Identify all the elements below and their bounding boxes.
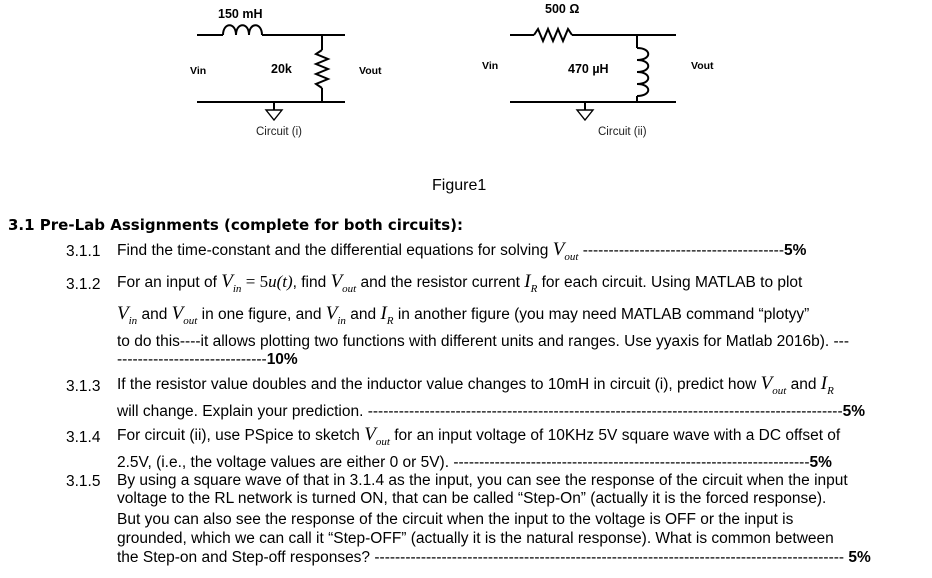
item-text-part: Find the time-constant and the different… — [117, 242, 549, 259]
section-heading: 3.1 Pre-Lab Assignments (complete for bo… — [8, 216, 464, 234]
circuit-i-resistor-label: 20k — [271, 62, 292, 76]
symbol-subscript: in — [337, 315, 346, 327]
circuit-i-vin-label: Vin — [190, 65, 207, 77]
points-label: 5% — [784, 242, 807, 259]
ir-symbol: IR — [820, 373, 834, 397]
item-text: Find the time-constant and the different… — [117, 239, 806, 263]
item-number: 3.1.2 — [66, 276, 101, 293]
vout-symbol: Vout — [330, 271, 357, 295]
item-text-line-1: If the resistor value doubles and the in… — [117, 373, 834, 397]
symbol-subscript: out — [564, 251, 579, 263]
vout-symbol: Vout — [171, 303, 198, 327]
item-text-part: For circuit (ii), use PSpice to sketch — [117, 427, 360, 444]
item-text-part: in another figure (you may need MATLAB c… — [397, 306, 810, 323]
item-text-part: and — [141, 306, 168, 323]
item-number: 3.1.4 — [66, 429, 101, 446]
ir-symbol: IR — [380, 303, 394, 327]
circuit-ii-name: Circuit (ii) — [598, 126, 647, 138]
item-text-line-5: the Step-on and Step-off responses? ----… — [117, 549, 871, 567]
symbol-letter: I — [380, 303, 387, 324]
equation-function: u(t) — [268, 272, 293, 291]
item-text-line-3: But you can also see the response of the… — [117, 511, 794, 528]
item-text-part: , find — [292, 274, 327, 291]
points-label: 5% — [842, 403, 866, 420]
points-label: 10% — [266, 351, 298, 368]
circuit-ii-resistor-label: 500 Ω — [545, 2, 580, 16]
symbol-letter: V — [760, 373, 773, 394]
symbol-subscript: out — [772, 385, 787, 397]
item-text-line-3: to do this----it allows plotting two fun… — [117, 333, 849, 350]
item-text-part: and the resistor current — [360, 274, 520, 291]
circuit-i-diagram — [197, 24, 345, 122]
points-label: 5% — [848, 549, 871, 566]
symbol-subscript: out — [183, 315, 198, 327]
item-text-part: the Step-on and Step-off responses? — [117, 549, 371, 566]
item-text-line-4: grounded, which we can call it “Step-OFF… — [117, 530, 834, 547]
dash-leader: ----------------------------- — [117, 351, 267, 368]
dash-leader: --------------------------------------- — [582, 242, 784, 259]
item-text-line-4: -----------------------------10% — [117, 351, 298, 369]
item-text-line-2: Vin and Vout in one figure, and Vin and … — [117, 303, 809, 327]
symbol-letter: I — [524, 271, 531, 292]
vin-symbol: Vin — [325, 303, 346, 327]
symbol-letter: V — [330, 271, 343, 292]
item-text-line-1: For circuit (ii), use PSpice to sketch V… — [117, 424, 840, 448]
item-text-line-2: 2.5V, (i.e., the voltage values are eith… — [117, 454, 832, 472]
item-number: 3.1.3 — [66, 378, 101, 395]
item-number: 3.1.1 — [66, 243, 101, 260]
item-text-part: For an input of — [117, 274, 217, 291]
dash-leader: ----------------------------------------… — [374, 549, 845, 566]
item-number: 3.1.5 — [66, 473, 101, 490]
vout-symbol: Vout — [760, 373, 787, 397]
figure-caption: Figure1 — [432, 177, 487, 194]
item-text-part: and — [790, 376, 817, 393]
symbol-subscript: out — [342, 283, 357, 295]
ir-symbol: IR — [524, 271, 538, 295]
symbol-subscript: R — [530, 283, 538, 295]
item-text-part: in one figure, and — [201, 306, 322, 323]
symbol-letter: V — [552, 239, 565, 260]
symbol-subscript: in — [232, 283, 242, 295]
symbol-letter: V — [364, 424, 376, 445]
item-text-part: 2.5V, (i.e., the voltage values are eith… — [117, 454, 450, 471]
symbol-subscript: out — [375, 436, 390, 448]
symbol-letter: V — [325, 303, 338, 324]
circuit-ii-diagram — [510, 26, 676, 122]
symbol-subscript: R — [386, 315, 394, 327]
circuit-i-name: Circuit (i) — [256, 126, 302, 138]
symbol-subscript: R — [827, 385, 834, 397]
item-text-part: If the resistor value doubles and the in… — [117, 376, 757, 393]
circuit-ii-vin-label: Vin — [482, 60, 499, 72]
item-text-part: for an input voltage of 10KHz 5V square … — [394, 427, 841, 444]
circuit-i-inductor-label: 150 mH — [218, 7, 263, 21]
item-text-line-2: voltage to the RL network is turned ON, … — [117, 490, 827, 507]
vin-symbol: Vin — [221, 271, 242, 295]
points-label: 5% — [809, 454, 832, 471]
vin-symbol: Vin — [117, 303, 138, 327]
symbol-letter: V — [221, 271, 233, 292]
item-text-line-1: For an input of Vin = 5u(t), find Vout a… — [117, 271, 802, 295]
symbol-subscript: in — [128, 315, 138, 327]
vout-symbol: Vout — [364, 424, 390, 448]
equation-part: = 5 — [245, 272, 269, 291]
circuit-ii-vout-label: Vout — [691, 60, 714, 72]
symbol-letter: V — [171, 303, 184, 324]
input-equation: = 5u(t) — [246, 272, 293, 291]
symbol-letter: V — [117, 303, 129, 324]
dash-leader: ----------------------------------------… — [367, 403, 843, 420]
dash-leader: ----------------------------------------… — [453, 454, 810, 471]
item-text-part: will change. Explain your prediction. — [117, 403, 364, 420]
item-text-part: for each circuit. Using MATLAB to plot — [541, 274, 803, 291]
circuit-i-vout-label: Vout — [359, 65, 382, 77]
vout-symbol: Vout — [552, 239, 579, 263]
symbol-letter: I — [820, 373, 828, 394]
item-text-line-2: will change. Explain your prediction. --… — [117, 403, 865, 421]
item-text-part: and — [350, 306, 377, 323]
item-text-line-1: By using a square wave of that in 3.1.4 … — [117, 472, 848, 489]
circuit-ii-inductor-label: 470 µH — [568, 62, 609, 76]
